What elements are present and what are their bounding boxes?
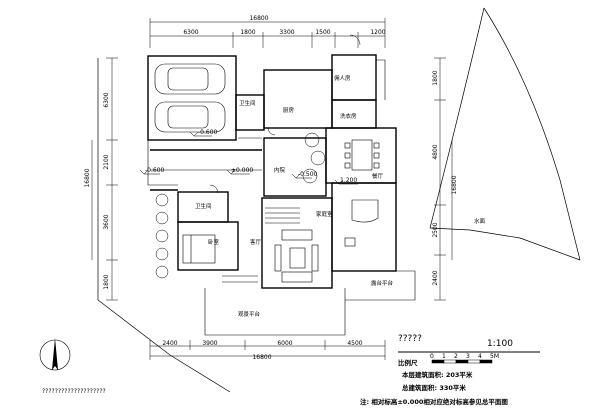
area-total: 总建筑面积: 330平米 <box>402 383 466 392</box>
room-label-servant: 佣人房 <box>334 74 351 82</box>
sofa-icon <box>274 229 319 283</box>
room-label-courtyard: 内院 <box>274 166 286 174</box>
bed-icon <box>182 234 216 264</box>
tree-icon <box>302 132 326 184</box>
car-icon <box>154 63 226 133</box>
scale-tick-3: 3 <box>466 353 470 360</box>
scale-tick-1: 1 <box>442 353 446 360</box>
dim-bottom-total: 16800 <box>252 354 271 361</box>
room-label-dining: 餐厅 <box>372 172 384 180</box>
dining-table-icon <box>344 139 380 171</box>
room-label-bedroom: 卧室 <box>208 238 220 246</box>
room-label-toilet-bedroom: 卫生间 <box>195 202 212 210</box>
piano-icon <box>344 199 379 247</box>
dim-left-seg-4: 1800 <box>103 274 110 289</box>
level-label-entry: -0.600 <box>145 167 165 174</box>
room-label-observation: 观景平台 <box>238 310 261 318</box>
scale-value: 1:100 <box>487 339 513 349</box>
dim-top-seg-3: 3300 <box>279 29 294 36</box>
dim-right-total: 16800 <box>451 175 458 194</box>
scale-bar-label: 比例尺 <box>398 358 418 367</box>
room-label-toilet-top: 卫生间 <box>239 99 256 107</box>
room-label-kitchen: 厨房 <box>283 106 295 114</box>
dim-top-seg-4: 1500 <box>315 29 330 36</box>
dim-top-total: 16800 <box>249 15 268 22</box>
dim-right-seg-4: 2400 <box>432 270 439 285</box>
walls <box>147 54 397 289</box>
north-arrow-icon <box>39 338 71 371</box>
dim-top-seg-5: 1200 <box>370 29 385 36</box>
dim-right-seg-1: 1800 <box>432 70 439 85</box>
drawing-title: ????? <box>398 334 422 344</box>
scale-bar <box>431 359 493 364</box>
right-dimension-chain <box>434 57 453 301</box>
room-label-water: 水面 <box>474 217 486 225</box>
room-label-family: 家庭室 <box>316 210 333 218</box>
left-dimension-chain <box>91 57 118 301</box>
dim-left-seg-2: 2100 <box>103 154 110 169</box>
area-floor: 本层建筑面积: 203平米 <box>402 370 473 379</box>
level-label-dining: 1.200 <box>340 177 357 184</box>
level-label-courtyard: -0.500 <box>298 171 318 178</box>
dim-right-seg-3: 2500 <box>432 222 439 237</box>
dim-bottom-seg-2: 3900 <box>202 340 217 347</box>
scale-tick-5: 5M <box>490 353 499 360</box>
dim-bottom-seg-3: 6000 <box>277 340 292 347</box>
room-label-terrace: 露台平台 <box>371 279 394 287</box>
plant-icon <box>155 193 169 279</box>
dim-left-seg-1: 6300 <box>103 92 110 107</box>
thin-walls <box>147 59 416 336</box>
top-dimension-chain <box>149 18 386 48</box>
scale-tick-0: 0 <box>430 353 434 360</box>
dim-bottom-seg-4: 4500 <box>347 340 362 347</box>
elevation-note: 注: 相对标高±0.000相对应绝对标高参见总平面图 <box>360 397 508 406</box>
room-label-laundry: 洗衣房 <box>340 112 357 120</box>
scale-tick-4: 4 <box>478 353 482 360</box>
scale-tick-2: 2 <box>454 353 458 360</box>
dim-bottom-seg-1: 2400 <box>162 340 177 347</box>
room-label-living: 客厅 <box>250 238 262 246</box>
dim-left-seg-3: 3600 <box>103 214 110 229</box>
level-label-garage: -0.600 <box>198 129 218 136</box>
dim-left-total: 16800 <box>84 168 91 187</box>
site-boundary <box>97 7 581 393</box>
level-markers <box>139 131 358 185</box>
dim-top-seg-2: 1800 <box>240 29 255 36</box>
dim-top-seg-1: 6300 <box>183 29 198 36</box>
door-swings <box>209 34 361 194</box>
footer-code: ???????????????????? <box>42 388 106 395</box>
dim-right-seg-2: 4800 <box>432 144 439 159</box>
level-label-corridor: ±0.000 <box>231 167 253 174</box>
bottom-dimension-chain <box>149 340 386 360</box>
